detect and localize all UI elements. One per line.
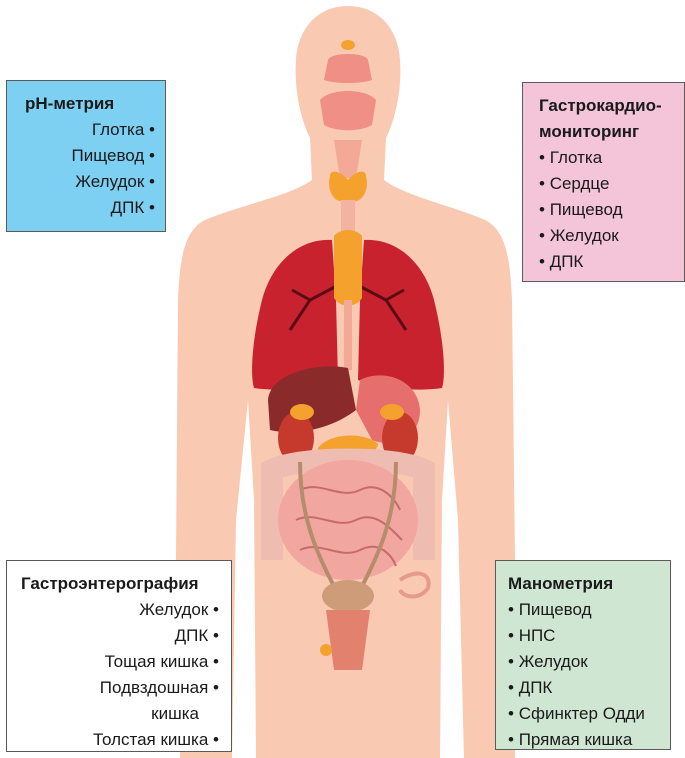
bladder	[322, 580, 374, 612]
gastroenterography-list: Желудок ДПК Тощая кишка Подвздошная кишк…	[21, 597, 219, 753]
esophagus	[344, 300, 352, 370]
manometry-box: Манометрия Пищевод НПС Желудок ДПК Сфинк…	[495, 560, 671, 750]
list-item: Пищевод	[25, 143, 155, 169]
list-item: Тощая кишка	[21, 649, 219, 675]
gastrocardio-title-line1: Гастрокардио-	[539, 93, 678, 119]
gastrocardio-box: Гастрокардио- мониторинг Глотка Сердце П…	[522, 82, 685, 282]
list-item: Сфинктер Одди	[508, 701, 664, 727]
adrenal-left	[380, 404, 404, 420]
gastrocardio-title-line2: мониторинг	[539, 119, 678, 145]
list-item: Желудок	[21, 597, 219, 623]
oral-cavity	[320, 91, 376, 130]
list-item: Пищевод	[508, 597, 664, 623]
ph-metry-box: pH-метрия Глотка Пищевод Желудок ДПК	[6, 80, 166, 232]
thymus	[334, 230, 362, 306]
list-item: Сердце	[539, 171, 678, 197]
list-item: ДПК	[508, 675, 664, 701]
gastroenterography-title: Гастроэнтерография	[21, 571, 219, 597]
list-item: Глотка	[539, 145, 678, 171]
list-item: ДПК	[25, 195, 155, 221]
list-item: Пищевод	[539, 197, 678, 223]
list-item: Желудок	[539, 223, 678, 249]
list-item: НПС	[508, 623, 664, 649]
list-item: Желудок	[25, 169, 155, 195]
list-item: ДПК	[539, 249, 678, 275]
manometry-list: Пищевод НПС Желудок ДПК Сфинктер Одди Пр…	[508, 597, 664, 753]
list-item: Желудок	[508, 649, 664, 675]
testis	[320, 644, 332, 656]
list-item: Толстая кишка	[21, 727, 219, 753]
manometry-title: Манометрия	[508, 571, 664, 597]
list-item: Глотка	[25, 117, 155, 143]
brain-gland	[341, 40, 355, 50]
list-item: Прямая кишка	[508, 727, 664, 753]
list-item: ДПК	[21, 623, 219, 649]
list-item-continuation: кишка	[21, 701, 219, 727]
ph-metry-list: Глотка Пищевод Желудок ДПК	[25, 117, 155, 221]
gastroenterography-box: Гастроэнтерография Желудок ДПК Тощая киш…	[6, 560, 232, 752]
adrenal-right	[290, 404, 314, 420]
list-item: Подвздошная	[21, 675, 219, 701]
gastrocardio-list: Глотка Сердце Пищевод Желудок ДПК	[539, 145, 678, 275]
nasal-cavity	[324, 54, 372, 83]
ph-metry-title: pH-метрия	[25, 91, 155, 117]
